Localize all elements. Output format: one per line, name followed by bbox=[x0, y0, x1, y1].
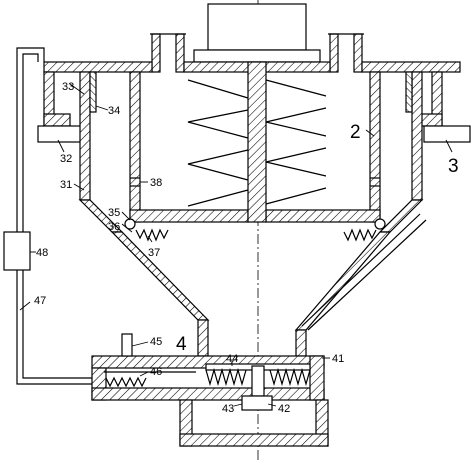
label-4: 4 bbox=[176, 334, 187, 355]
inner-drum-right-wall bbox=[369, 71, 381, 223]
label-35: 35 bbox=[108, 207, 120, 219]
outer-shell-right-upper bbox=[411, 71, 423, 201]
side-cleaner-post bbox=[121, 333, 133, 357]
liner-right bbox=[405, 71, 413, 113]
label-37: 37 bbox=[148, 247, 160, 259]
right-inlet-pipe bbox=[328, 33, 364, 73]
drive-motor-43 bbox=[241, 395, 273, 411]
funnel-right-wall bbox=[294, 231, 392, 331]
brush-hub bbox=[251, 365, 265, 397]
brush-teeth-right bbox=[269, 367, 311, 387]
label-33: 33 bbox=[62, 81, 74, 93]
label-41: 41 bbox=[332, 353, 344, 365]
feed-tube-inner bbox=[301, 213, 421, 327]
label-36: 36 bbox=[108, 221, 120, 233]
screw-flight-left bbox=[187, 79, 249, 207]
label-48: 48 bbox=[36, 247, 48, 259]
left-inlet-pipe bbox=[150, 33, 186, 73]
funnel-left-neck bbox=[197, 319, 209, 357]
brush-teeth-left bbox=[205, 367, 247, 387]
air-tube-upper bbox=[16, 47, 45, 232]
feed-tube-outer bbox=[307, 219, 427, 331]
base-right-block bbox=[309, 355, 325, 401]
screw-flight-right bbox=[265, 79, 327, 205]
callout-labels: 33 34 32 2 3 31 38 35 36 37 48 47 45 4 4… bbox=[34, 81, 459, 415]
label-42: 42 bbox=[278, 403, 290, 415]
spring-right bbox=[343, 228, 377, 242]
left-support-block bbox=[37, 125, 85, 143]
control-box bbox=[3, 231, 31, 271]
inner-drum-bottom-right bbox=[265, 209, 381, 223]
label-45: 45 bbox=[150, 336, 162, 348]
funnel-left-wall bbox=[110, 231, 210, 321]
air-tube-lower-inner bbox=[22, 270, 92, 379]
label-43: 43 bbox=[222, 403, 234, 415]
central-shaft bbox=[247, 61, 267, 223]
label-38: 38 bbox=[150, 177, 162, 189]
air-tube-upper-inner bbox=[22, 53, 39, 232]
liner-left-34 bbox=[89, 71, 97, 113]
collector-floor bbox=[179, 433, 329, 447]
leader-lines bbox=[19, 83, 453, 407]
label-32: 32 bbox=[60, 153, 72, 165]
top-cover-left bbox=[43, 61, 153, 73]
air-tube-lower bbox=[16, 270, 92, 385]
motor-flange bbox=[193, 49, 321, 63]
right-support-block bbox=[423, 125, 471, 143]
hinge-pivot-right bbox=[374, 218, 386, 230]
label-46: 46 bbox=[150, 366, 162, 378]
label-31: 31 bbox=[60, 179, 72, 191]
label-44: 44 bbox=[226, 353, 238, 365]
top-cover-right bbox=[361, 61, 461, 73]
label-47: 47 bbox=[34, 295, 46, 307]
label-34: 34 bbox=[108, 105, 120, 117]
base-bottom-slab bbox=[91, 387, 325, 401]
side-brush-teeth bbox=[105, 376, 147, 388]
inner-drum-left-wall bbox=[129, 71, 141, 223]
inner-drum-bottom-left bbox=[129, 209, 249, 223]
funnel-right-neck bbox=[295, 329, 307, 357]
motor-housing bbox=[207, 3, 307, 51]
label-2: 2 bbox=[350, 122, 361, 143]
label-3: 3 bbox=[448, 156, 459, 177]
outer-shell-left-upper bbox=[79, 71, 91, 201]
left-bracket-foot bbox=[43, 113, 71, 127]
outer-shell-right-shoulder bbox=[378, 199, 424, 233]
spring-left bbox=[135, 228, 169, 242]
hinge-pivot-left bbox=[124, 218, 136, 230]
